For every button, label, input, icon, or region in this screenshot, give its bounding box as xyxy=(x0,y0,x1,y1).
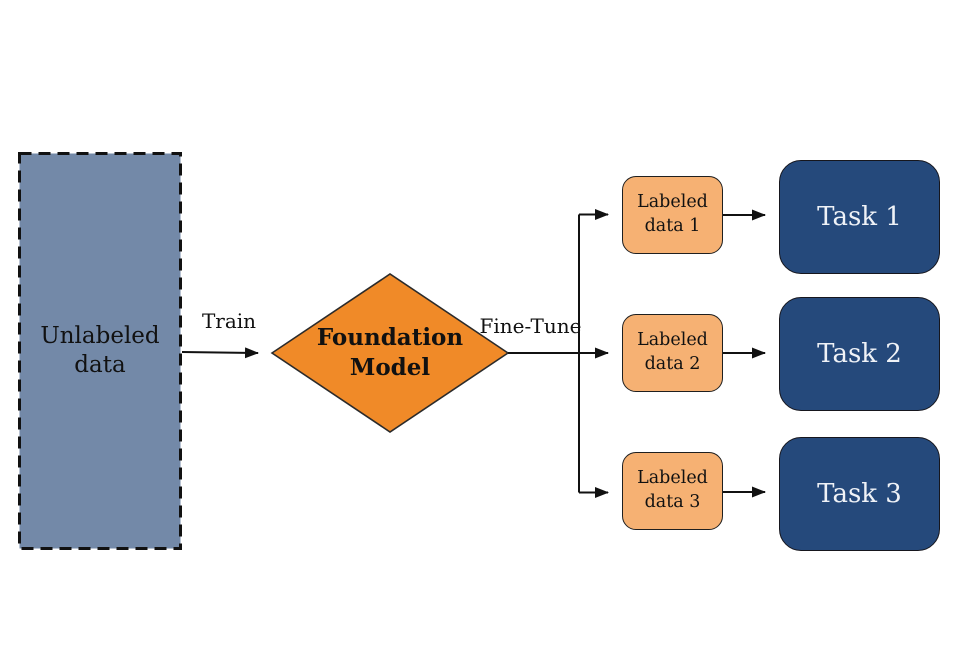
task-1-label: Task 1 xyxy=(817,202,902,232)
train-arrow xyxy=(181,347,259,359)
labeled-data-2-label: Labeled data 2 xyxy=(637,330,708,374)
task-3-label: Task 3 xyxy=(817,479,902,509)
foundation-model-node: Foundation Model xyxy=(290,274,490,432)
labeled-data-1-label: Labeled data 1 xyxy=(637,192,708,236)
task-2-node: Task 2 xyxy=(779,297,940,411)
labeled-data-1-node: Labeled data 1 xyxy=(622,176,723,254)
foundation-model-label: Foundation Model xyxy=(316,324,464,381)
fine-tune-edge-label: Fine-Tune xyxy=(479,314,582,338)
labeled-data-3-node: Labeled data 3 xyxy=(622,452,723,530)
unlabeled-data-box xyxy=(18,152,182,550)
unlabeled-data-node: Unlabeled data xyxy=(18,152,182,550)
train-edge-label: Train xyxy=(201,309,257,333)
task-1-node: Task 1 xyxy=(779,160,940,274)
unlabeled-data-label: Unlabeled data xyxy=(40,322,160,378)
labeled-data-3-label: Labeled data 3 xyxy=(637,468,708,512)
task-2-label: Task 2 xyxy=(817,339,902,369)
foundation-model-diamond xyxy=(270,273,510,433)
task-3-node: Task 3 xyxy=(779,437,940,551)
labeled-data-2-node: Labeled data 2 xyxy=(622,314,723,392)
